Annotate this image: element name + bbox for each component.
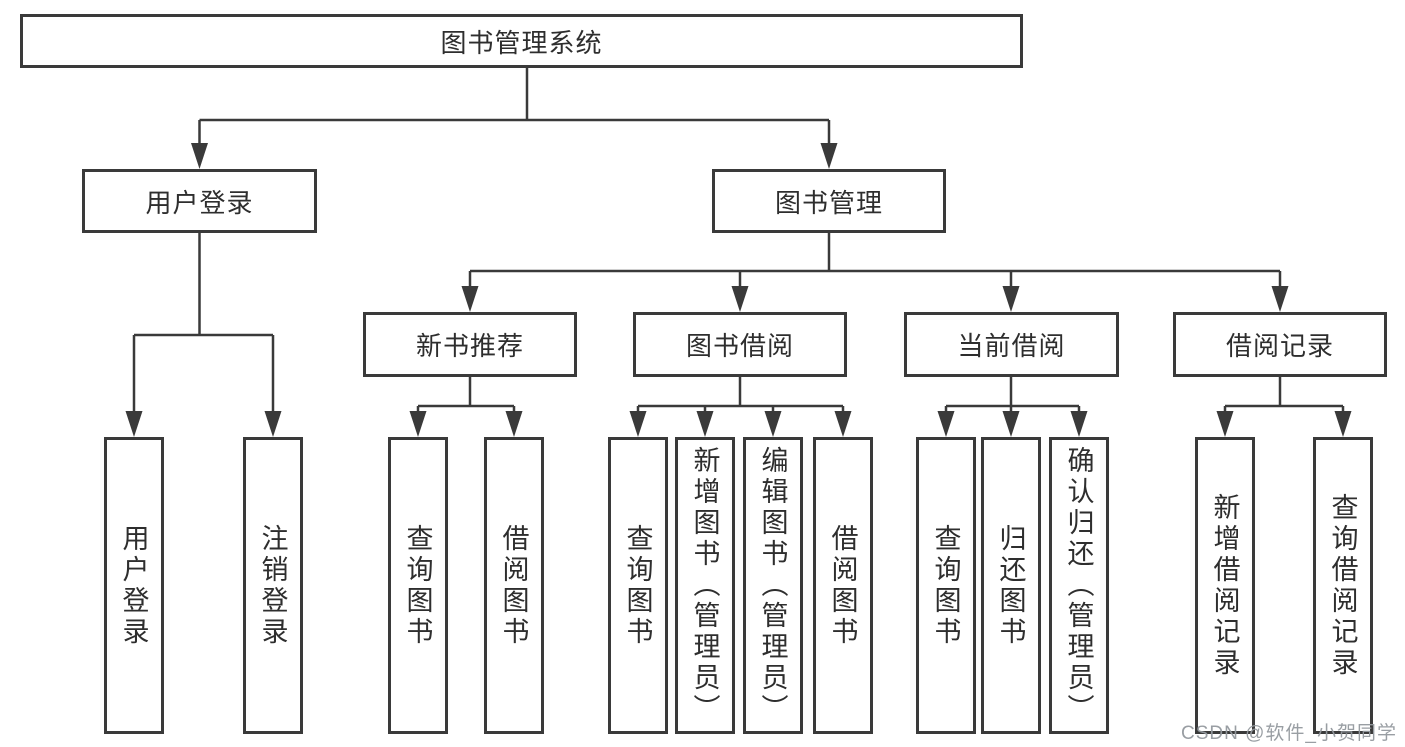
node-label: 查询图书 bbox=[622, 523, 653, 648]
node-label: 用户登录 bbox=[145, 187, 254, 218]
arrow-down-icon bbox=[1216, 411, 1234, 437]
arrow-down-icon bbox=[1070, 411, 1088, 437]
arrow-down-icon bbox=[696, 411, 714, 437]
leaf-add-borrowing-record: 新增借阅记录 bbox=[1195, 437, 1255, 734]
arrow-down-icon bbox=[409, 411, 427, 437]
leaf-logout-login: 注销登录 bbox=[243, 437, 303, 734]
node-new-book-recommendation: 新书推荐 bbox=[363, 312, 577, 377]
node-label: 用户登录 bbox=[118, 523, 149, 648]
node-label: 借阅图书 bbox=[498, 523, 529, 648]
arrow-down-icon bbox=[1334, 411, 1352, 437]
connector-book-management-to-level3 bbox=[468, 233, 1282, 293]
leaf-borrow-books-borrowing: 借阅图书 bbox=[813, 437, 873, 734]
arrow-down-icon bbox=[461, 286, 479, 312]
connector-root-to-level2 bbox=[198, 68, 831, 150]
arrow-down-icon bbox=[125, 411, 143, 437]
node-book-borrowing: 图书借阅 bbox=[633, 312, 847, 377]
arrow-down-icon bbox=[937, 411, 955, 437]
node-current-borrowing: 当前借阅 bbox=[904, 312, 1119, 377]
arrow-down-icon bbox=[820, 143, 838, 169]
arrow-down-icon bbox=[1002, 411, 1020, 437]
node-label: 新增图书（管理员） bbox=[689, 446, 720, 725]
arrow-down-icon bbox=[1271, 286, 1289, 312]
arrow-down-icon bbox=[505, 411, 523, 437]
node-label: 查询图书 bbox=[402, 523, 433, 648]
arrow-down-icon bbox=[764, 411, 782, 437]
leaf-confirm-return-admin: 确认归还（管理员） bbox=[1049, 437, 1109, 734]
node-label: 借阅图书 bbox=[827, 523, 858, 648]
node-label: 注销登录 bbox=[257, 523, 288, 648]
connector-current-borrowing-to-children bbox=[944, 377, 1081, 418]
connector-borrowing-records-to-children bbox=[1223, 377, 1345, 418]
leaf-borrow-books-new: 借阅图书 bbox=[484, 437, 544, 734]
node-label: 查询借阅记录 bbox=[1327, 492, 1358, 679]
node-label: 当前借阅 bbox=[957, 331, 1066, 361]
leaf-user-login: 用户登录 bbox=[104, 437, 164, 734]
node-label: 借阅记录 bbox=[1225, 331, 1334, 361]
leaf-add-books-admin: 新增图书（管理员） bbox=[675, 437, 735, 734]
node-label: 图书管理 bbox=[774, 187, 883, 218]
watermark-text: CSDN @软件_小贺同学 bbox=[1181, 723, 1397, 744]
node-borrowing-records: 借阅记录 bbox=[1173, 312, 1387, 377]
node-label: 确认归还（管理员） bbox=[1063, 446, 1094, 725]
node-book-management: 图书管理 bbox=[712, 169, 946, 233]
connector-new-book-to-children bbox=[416, 377, 516, 418]
leaf-query-borrowing-record: 查询借阅记录 bbox=[1313, 437, 1373, 734]
node-user-login: 用户登录 bbox=[82, 169, 317, 233]
node-label: 编辑图书（管理员） bbox=[757, 446, 788, 725]
arrow-down-icon bbox=[731, 286, 749, 312]
connector-user-login-to-children bbox=[132, 233, 275, 418]
leaf-edit-books-admin: 编辑图书（管理员） bbox=[743, 437, 803, 734]
node-label: 图书借阅 bbox=[685, 331, 794, 361]
node-label: 新书推荐 bbox=[415, 331, 524, 361]
arrow-down-icon bbox=[264, 411, 282, 437]
arrow-down-icon bbox=[191, 143, 208, 169]
leaf-query-books-new: 查询图书 bbox=[388, 437, 448, 734]
node-label: 归还图书 bbox=[995, 523, 1026, 648]
arrow-down-icon bbox=[834, 411, 852, 437]
arrow-down-icon bbox=[1002, 286, 1020, 312]
node-library-system: 图书管理系统 bbox=[20, 14, 1023, 68]
leaf-query-books-current: 查询图书 bbox=[916, 437, 976, 734]
node-label: 新增借阅记录 bbox=[1209, 492, 1240, 679]
leaf-query-books-borrowing: 查询图书 bbox=[608, 437, 668, 734]
node-label: 查询图书 bbox=[930, 523, 961, 648]
connector-book-borrowing-to-children bbox=[636, 377, 845, 418]
node-label: 图书管理系统 bbox=[440, 27, 603, 58]
arrow-down-icon bbox=[629, 411, 647, 437]
leaf-return-books: 归还图书 bbox=[981, 437, 1041, 734]
